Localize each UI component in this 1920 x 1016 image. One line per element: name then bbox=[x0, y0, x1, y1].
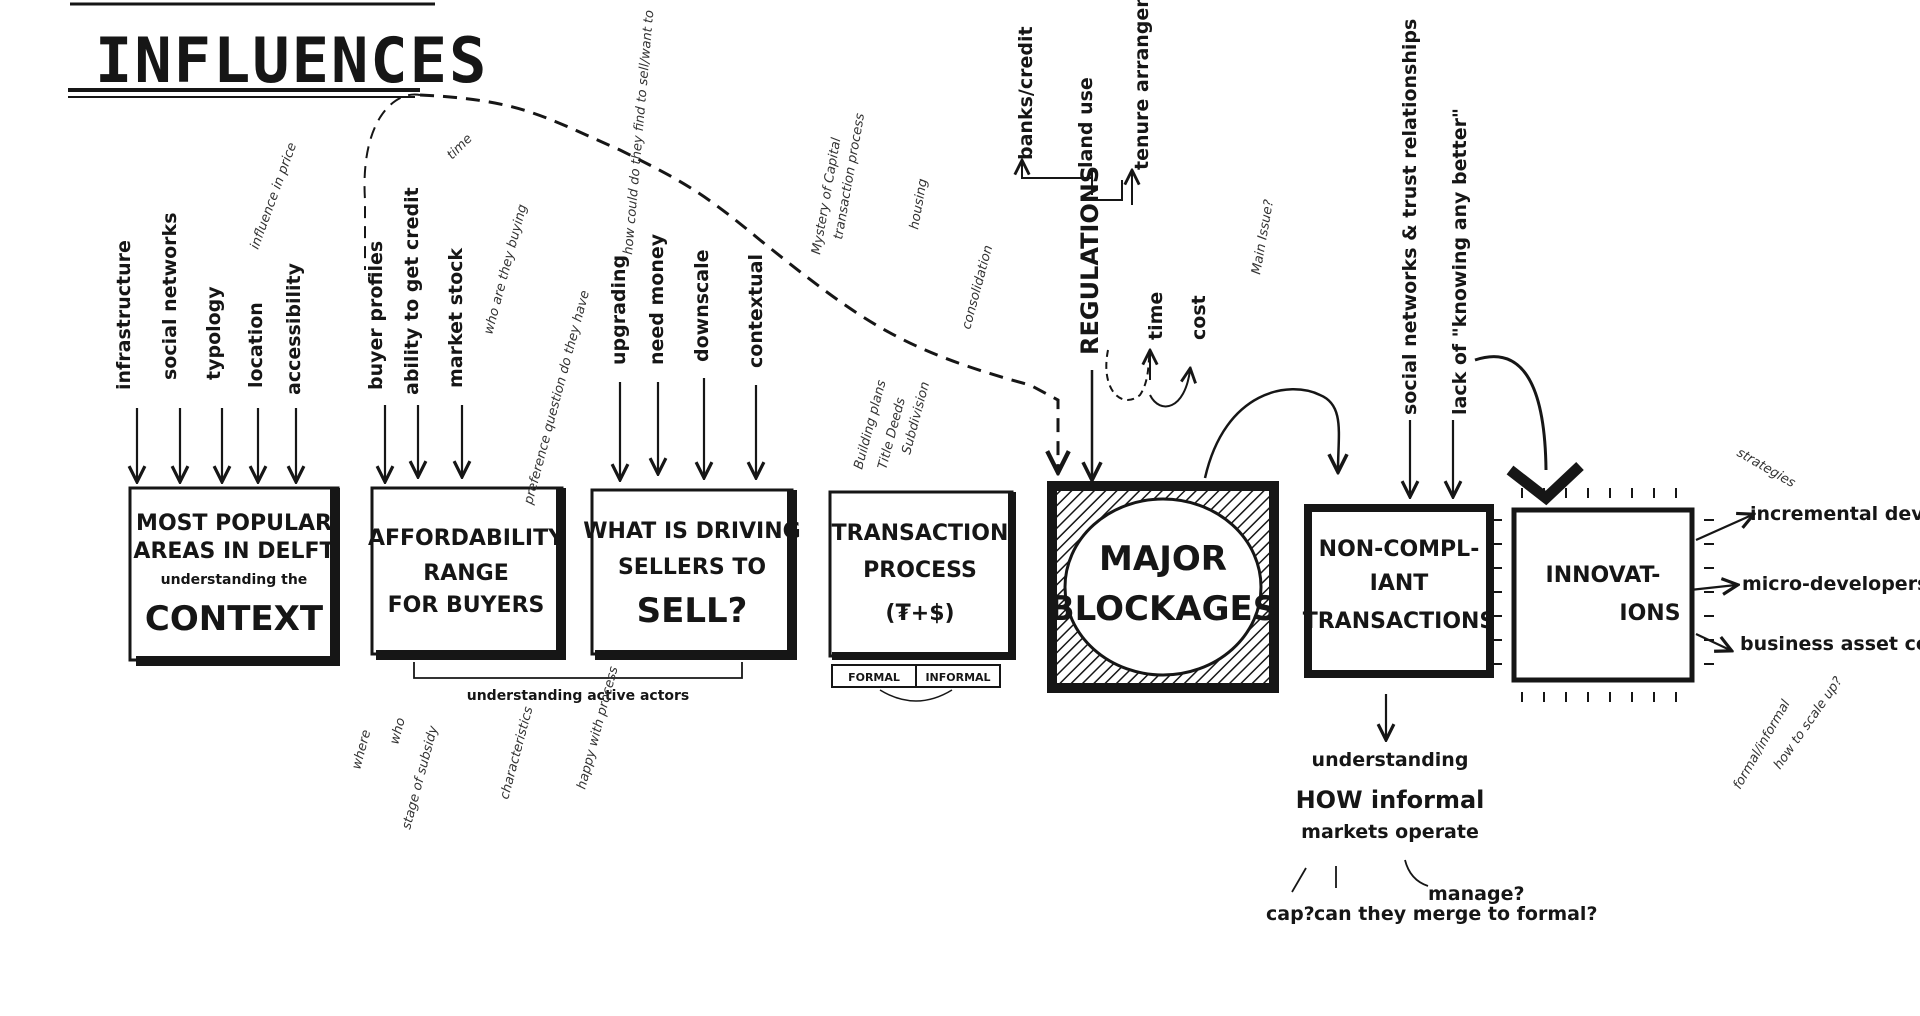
note-consolidation: consolidation bbox=[959, 244, 996, 331]
context-box-line2: AREAS IN DELFT bbox=[133, 539, 334, 564]
sellers-inputs: upgrading need money downscale contextua… bbox=[608, 9, 767, 478]
arc-to-innovations bbox=[1474, 355, 1548, 471]
arc-blockages-to-noncompliant bbox=[1203, 388, 1339, 479]
influence-dashed-path bbox=[419, 93, 1058, 470]
affordability-line2: RANGE bbox=[423, 561, 508, 586]
transaction-line2: PROCESS bbox=[863, 558, 977, 583]
note-who: who bbox=[387, 716, 408, 746]
effect-time: time bbox=[1145, 292, 1167, 340]
input-downscale: downscale bbox=[691, 249, 713, 362]
note-time: time bbox=[444, 131, 475, 162]
title-group: INFLUENCES bbox=[68, 2, 488, 98]
note-subdivision: Subdivision bbox=[899, 380, 933, 456]
noncompliant-line2: IANT bbox=[1370, 571, 1429, 596]
input-knowing-better: lack of "knowing any better" bbox=[1449, 108, 1471, 415]
active-actors-label: understanding active actors bbox=[467, 688, 690, 704]
branch-land-use: land use bbox=[1075, 77, 1097, 168]
context-inputs: infrastructure social networks typology … bbox=[113, 141, 305, 480]
question-merge-formal: can they merge to formal? bbox=[1314, 903, 1597, 925]
transaction-line3: (₮+$) bbox=[885, 601, 954, 626]
innovations-arrowhead bbox=[1506, 461, 1584, 506]
note-influence-price: influence in price bbox=[248, 141, 301, 252]
informal-label: INFORMAL bbox=[925, 671, 990, 684]
sellers-line3: SELL? bbox=[637, 591, 748, 631]
question-manage: manage? bbox=[1428, 883, 1524, 905]
note-happy-process: happy with process bbox=[574, 665, 621, 791]
input-location: location bbox=[245, 302, 267, 388]
informal-tab bbox=[915, 664, 1001, 688]
transaction-box: TRANSACTION PROCESS (₮+$) FORMAL INFORMA… bbox=[828, 490, 1016, 702]
affordability-box: AFFORDABILITY RANGE FOR BUYERS bbox=[368, 486, 566, 660]
informal-markets-line3: markets operate bbox=[1301, 821, 1479, 843]
active-actors-bracket: understanding active actors bbox=[413, 662, 743, 704]
question-cap: cap? bbox=[1266, 903, 1315, 925]
noncompliant-inputs: social networks & trust relationships la… bbox=[1399, 19, 1471, 495]
noncompliant-line3: TRANSACTIONS bbox=[1303, 609, 1496, 634]
output-business-asset: business asset component bbox=[1740, 633, 1920, 655]
noncompliant-line1: NON-COMPL- bbox=[1319, 537, 1480, 562]
input-infrastructure: infrastructure bbox=[113, 240, 135, 390]
note-preference: preference question do they have bbox=[521, 289, 593, 507]
input-credit: ability to get credit bbox=[401, 187, 423, 395]
innovations-line2: IONS bbox=[1619, 601, 1680, 626]
input-accessibility: accessibility bbox=[283, 262, 305, 395]
note-main-issue: Main Issue? bbox=[1249, 198, 1277, 275]
dashed-branch bbox=[363, 93, 421, 270]
note-where: where bbox=[349, 728, 374, 771]
informal-markets-group: understanding HOW informal markets opera… bbox=[1266, 694, 1597, 925]
input-social-trust: social networks & trust relationships bbox=[1399, 19, 1421, 415]
note-strategies: strategies bbox=[1734, 445, 1798, 491]
context-box: MOST POPULAR AREAS IN DELFT understandin… bbox=[128, 486, 340, 666]
note-who-buying: who are they buying bbox=[481, 203, 530, 336]
sellers-line1: WHAT IS DRIVING bbox=[583, 519, 800, 544]
input-market-stock: market stock bbox=[445, 248, 467, 388]
effect-cost: cost bbox=[1188, 295, 1210, 340]
informal-markets-line2: HOW informal bbox=[1296, 786, 1485, 814]
innovations-box: INNOVAT- IONS bbox=[1492, 488, 1714, 702]
input-need-money: need money bbox=[646, 233, 668, 365]
input-social-networks: social networks bbox=[159, 212, 181, 380]
affordability-line3: FOR BUYERS bbox=[388, 593, 545, 618]
innovations-line1: INNOVAT- bbox=[1546, 563, 1661, 588]
branch-banks-credit: banks/credit bbox=[1015, 26, 1037, 160]
context-box-line4: CONTEXT bbox=[145, 599, 324, 639]
input-upgrading: upgrading bbox=[608, 255, 630, 365]
noncompliant-box: NON-COMPL- IANT TRANSACTIONS bbox=[1303, 504, 1496, 678]
note-housing: housing bbox=[907, 178, 931, 231]
blockages-line1: MAJOR bbox=[1099, 539, 1227, 579]
transaction-notes: Mystery of Capital transaction process h… bbox=[809, 112, 996, 471]
note-stage-subsidy: stage of subsidy bbox=[399, 724, 441, 831]
affordability-line1: AFFORDABILITY bbox=[368, 526, 565, 551]
branch-tenure: tenure arrangements bbox=[1131, 0, 1153, 170]
regulations-label: REGULATIONS bbox=[1076, 166, 1104, 355]
innovation-outputs: incremental developers micro-developers … bbox=[1689, 445, 1920, 792]
blockages-line2: BLOCKAGES bbox=[1049, 589, 1278, 629]
output-micro-developers: micro-developers bbox=[1742, 573, 1920, 595]
output-incremental-developers: incremental developers bbox=[1750, 503, 1920, 525]
input-contextual: contextual bbox=[745, 254, 767, 368]
page-title: INFLUENCES bbox=[95, 24, 488, 97]
informal-markets-line1: understanding bbox=[1312, 749, 1469, 771]
affordability-inputs: buyer profiles ability to get credit mar… bbox=[365, 131, 593, 507]
sellers-line2: SELLERS TO bbox=[618, 555, 766, 580]
input-buyer-profiles: buyer profiles bbox=[365, 241, 387, 390]
note-how-find: how could do they find to sell/want to bbox=[621, 9, 657, 255]
note-characteristics: characteristics bbox=[497, 705, 536, 801]
input-typology: typology bbox=[203, 286, 225, 380]
innovations-glow-ticks bbox=[1492, 488, 1714, 702]
context-box-line1: MOST POPULAR bbox=[136, 511, 332, 536]
sellers-box: WHAT IS DRIVING SELLERS TO SELL? bbox=[583, 488, 801, 660]
context-box-line3: understanding the bbox=[161, 572, 308, 588]
regulations-group: REGULATIONS banks/credit land use tenure… bbox=[1015, 0, 1277, 478]
transaction-line1: TRANSACTION bbox=[832, 521, 1009, 546]
formal-label: FORMAL bbox=[848, 671, 900, 684]
blockages-box: MAJOR BLOCKAGES bbox=[1047, 481, 1279, 693]
